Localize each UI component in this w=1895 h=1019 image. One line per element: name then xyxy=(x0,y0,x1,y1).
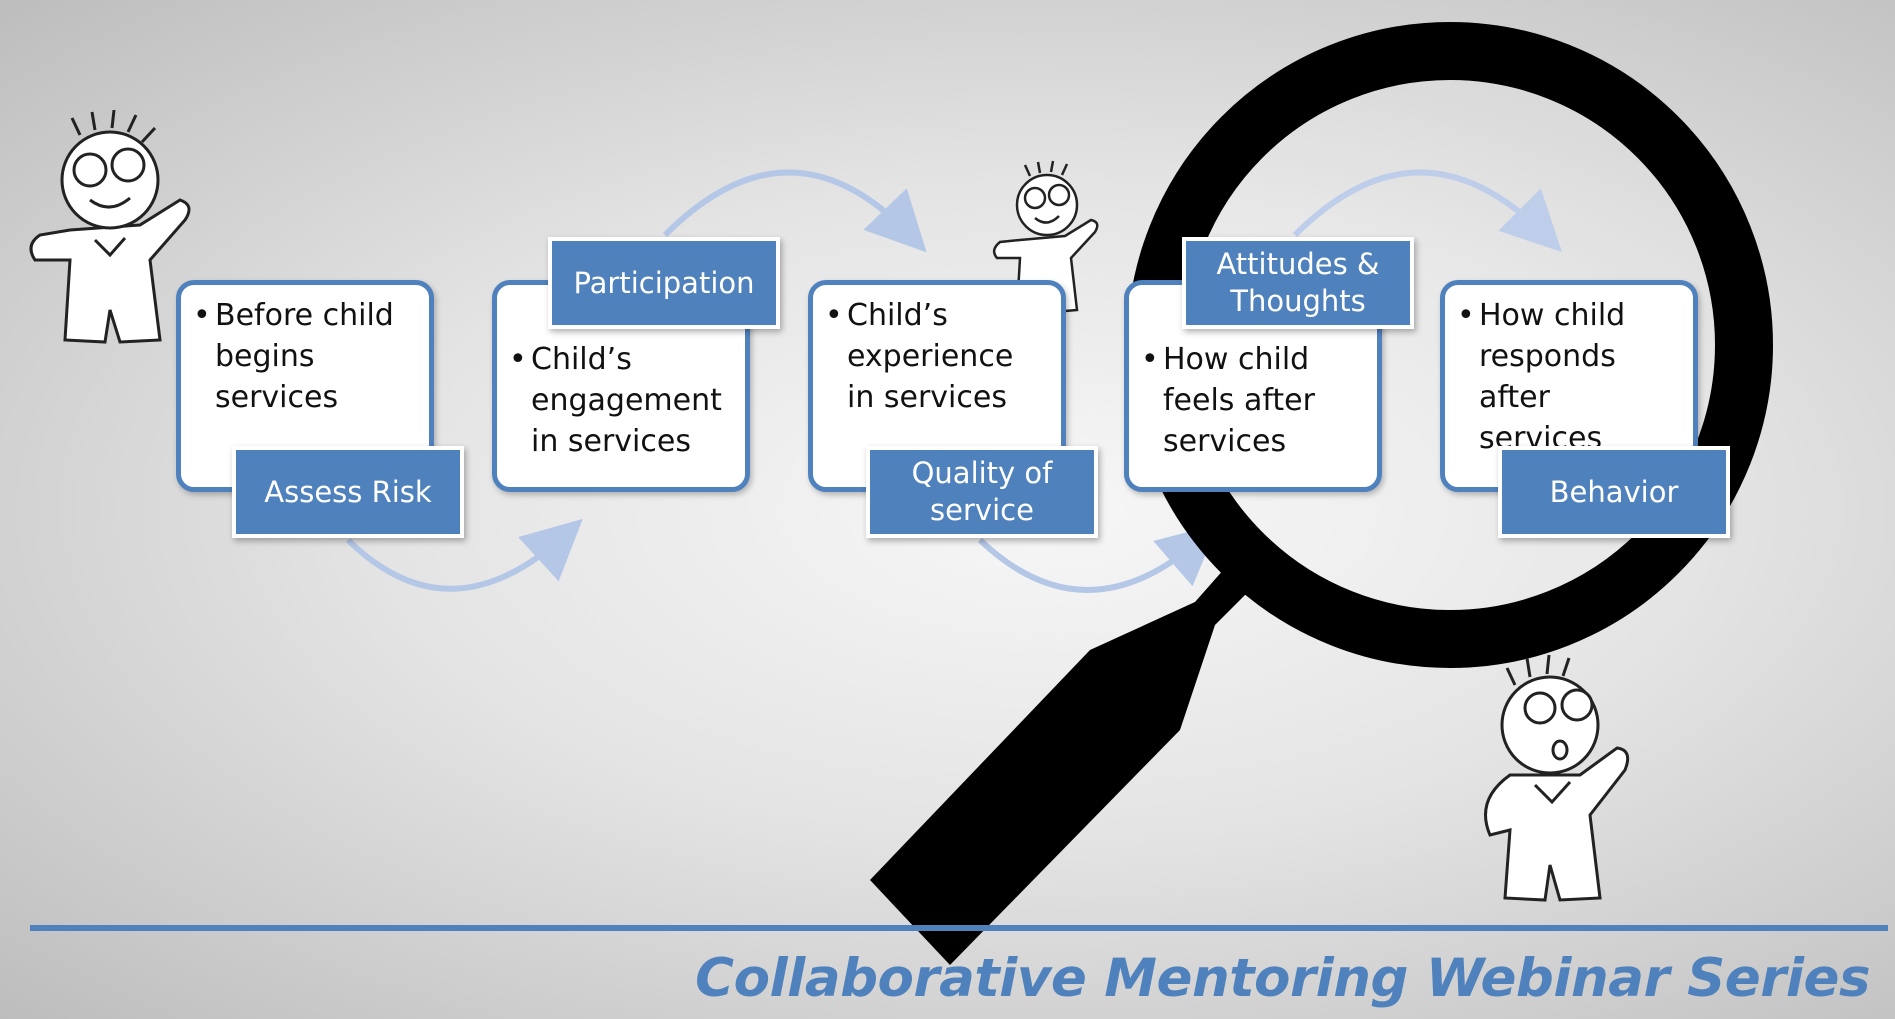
step-label-assess-risk: Assess Risk xyxy=(232,446,464,538)
step-bullet-text: Child’s experience in services xyxy=(847,298,1014,415)
curved-arrow-2 xyxy=(662,169,927,253)
cartoon-child-icon xyxy=(1484,654,1630,902)
step-label-attitudes-thoughts: Attitudes & Thoughts xyxy=(1182,237,1414,329)
step-bullet-text: How child feels after services xyxy=(1163,342,1315,459)
step-label-quality-of-service: Quality of service xyxy=(866,446,1098,538)
curved-arrow-4 xyxy=(1292,169,1562,252)
step-bullet-text: How child responds after services xyxy=(1479,298,1626,456)
cartoon-child-icon xyxy=(29,110,191,344)
footer-divider xyxy=(30,925,1888,931)
step-label-behavior: Behavior xyxy=(1498,446,1730,538)
footer-title: Collaborative Mentoring Webinar Series xyxy=(695,948,1870,1009)
step-bullet-text: Before child begins services xyxy=(215,298,394,415)
curved-arrow-3 xyxy=(977,524,1219,593)
curved-arrow-1 xyxy=(345,518,583,592)
step-bullet-text: Child’s engagement in services xyxy=(531,342,722,459)
step-label-participation: Participation xyxy=(548,237,780,329)
